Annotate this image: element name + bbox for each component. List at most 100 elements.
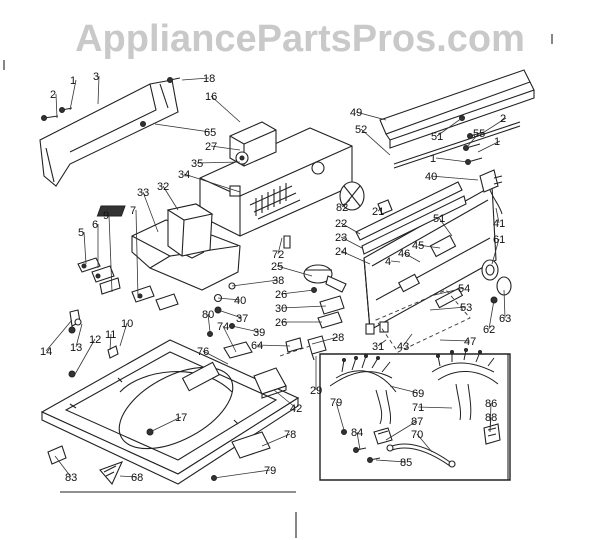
callout-label-c-5: 5 (78, 227, 84, 239)
callout-leaders (45, 75, 507, 479)
callout-label-c-61: 61 (493, 234, 505, 246)
rod-part (393, 121, 521, 169)
callout-leader-c-55 (465, 132, 480, 149)
callout-leader-c-35 (196, 161, 241, 164)
strip-parts-right (355, 181, 467, 255)
callout-label-c-10: 10 (121, 318, 133, 330)
callout-leader-c-47 (439, 339, 471, 342)
callout-leader-c-7 (135, 209, 139, 299)
callout-leader-c-16 (210, 95, 241, 123)
dashed-bracket-outline (279, 289, 471, 357)
callout-leader-c-49 (355, 111, 387, 121)
callout-label-c-53: 53 (460, 302, 472, 314)
pump-part (303, 264, 347, 293)
callout-label-c-35: 35 (191, 158, 203, 170)
callout-label-c-40: 40 (425, 171, 437, 183)
callout-label-c-38: 38 (272, 275, 284, 287)
callout-leader-c-79b (335, 401, 345, 431)
watermark-text: AppliancePartsPros.com (75, 18, 525, 60)
callout-leader-c-21 (377, 207, 383, 212)
callout-label-c-78: 78 (284, 429, 296, 441)
callout-label-c-70: 70 (411, 429, 423, 441)
callout-leader-c-30 (280, 305, 327, 309)
callout-leader-c-22 (340, 222, 361, 235)
callout-label-c-3: 3 (93, 71, 99, 83)
callout-label-c-79b: 79 (330, 397, 342, 409)
callout-label-c-2b: 2 (500, 113, 506, 125)
callout-leader-c-45 (417, 244, 441, 249)
callout-leader-c-88 (489, 416, 492, 433)
callout-leader-c-52 (360, 128, 391, 156)
callout-label-c-27: 27 (205, 141, 217, 153)
cabinet-top-part (40, 339, 300, 485)
callout-leader-c-64 (256, 344, 291, 347)
callout-label-c-23: 23 (335, 232, 347, 244)
callout-leader-c-38 (231, 279, 279, 287)
callout-label-c-82: 82 (336, 202, 348, 214)
callout-leader-c-68 (119, 475, 138, 478)
knob-part-61 (481, 259, 499, 281)
callout-leader-c-1a (69, 79, 77, 111)
callout-label-c-71: 71 (412, 402, 424, 414)
callout-label-c-45: 45 (412, 240, 424, 252)
callout-leader-c-83 (54, 455, 72, 478)
callout-label-c-29: 29 (310, 385, 322, 397)
screws-topright (459, 115, 485, 165)
callout-leader-c-79a (213, 469, 271, 479)
callout-label-c-55: 55 (473, 128, 485, 140)
callout-label-c-62: 62 (483, 324, 495, 336)
callout-leader-c-65 (154, 123, 211, 133)
callout-label-c-51b: 51 (433, 213, 445, 225)
callout-leader-c-2b (477, 117, 507, 137)
timer-part (229, 121, 277, 167)
callout-label-c-28: 28 (332, 332, 344, 344)
callout-label-c-40b: 40 (234, 295, 246, 307)
callout-leader-c-26a (280, 289, 315, 295)
callout-label-c-1a: 1 (70, 75, 76, 87)
callout-leader-c-72 (277, 237, 283, 255)
clip-part-21 (377, 199, 393, 215)
callout-label-c-39: 39 (253, 327, 265, 339)
callout-leader-c-51a (436, 117, 463, 137)
callout-leader-c-23 (340, 236, 363, 249)
callout-leader-c-39 (231, 325, 260, 333)
wiring-inset-box (319, 353, 511, 481)
callout-leader-c-34 (183, 173, 241, 193)
callout-label-c-34: 34 (178, 169, 190, 181)
wire-harness-right (431, 348, 499, 421)
callout-label-c-87: 87 (411, 416, 423, 428)
callout-leader-c-37 (217, 309, 243, 319)
callout-leader-c-46 (403, 252, 421, 263)
callout-label-c-4: 4 (385, 256, 391, 268)
screw-parts-topleft (41, 77, 181, 127)
callout-leader-c-40b (217, 297, 241, 301)
callout-label-c-41: 41 (493, 218, 505, 230)
callout-leader-c-5 (83, 231, 87, 265)
callout-label-c-31: 31 (372, 341, 384, 353)
callout-leader-c-41 (495, 207, 500, 224)
callout-label-c-26b: 26 (275, 317, 287, 329)
top-rail-part (379, 69, 535, 149)
callout-leader-c-82 (341, 199, 351, 208)
clip-parts-left (68, 309, 119, 378)
reservoir-part (96, 203, 214, 257)
callout-label-c-46: 46 (398, 248, 410, 260)
callout-leader-c-9 (108, 214, 113, 293)
rear-panel-part (363, 185, 497, 331)
knob-parts-62-63 (490, 276, 512, 304)
callout-leader-c-27 (210, 145, 241, 151)
callout-leader-c-85 (375, 459, 407, 463)
callout-label-c-26a: 26 (275, 289, 287, 301)
callout-leader-c-13 (75, 323, 83, 348)
callout-label-c-85: 85 (400, 457, 412, 469)
callout-label-c-42: 42 (290, 403, 302, 415)
foot-parts (47, 445, 124, 486)
callout-leader-c-18 (181, 77, 210, 81)
connector-part-87 (373, 427, 393, 445)
callout-label-c-49: 49 (350, 107, 362, 119)
callout-leader-c-32 (162, 185, 179, 211)
lid-pad-parts (223, 341, 287, 459)
callout-label-c-24: 24 (335, 246, 347, 258)
